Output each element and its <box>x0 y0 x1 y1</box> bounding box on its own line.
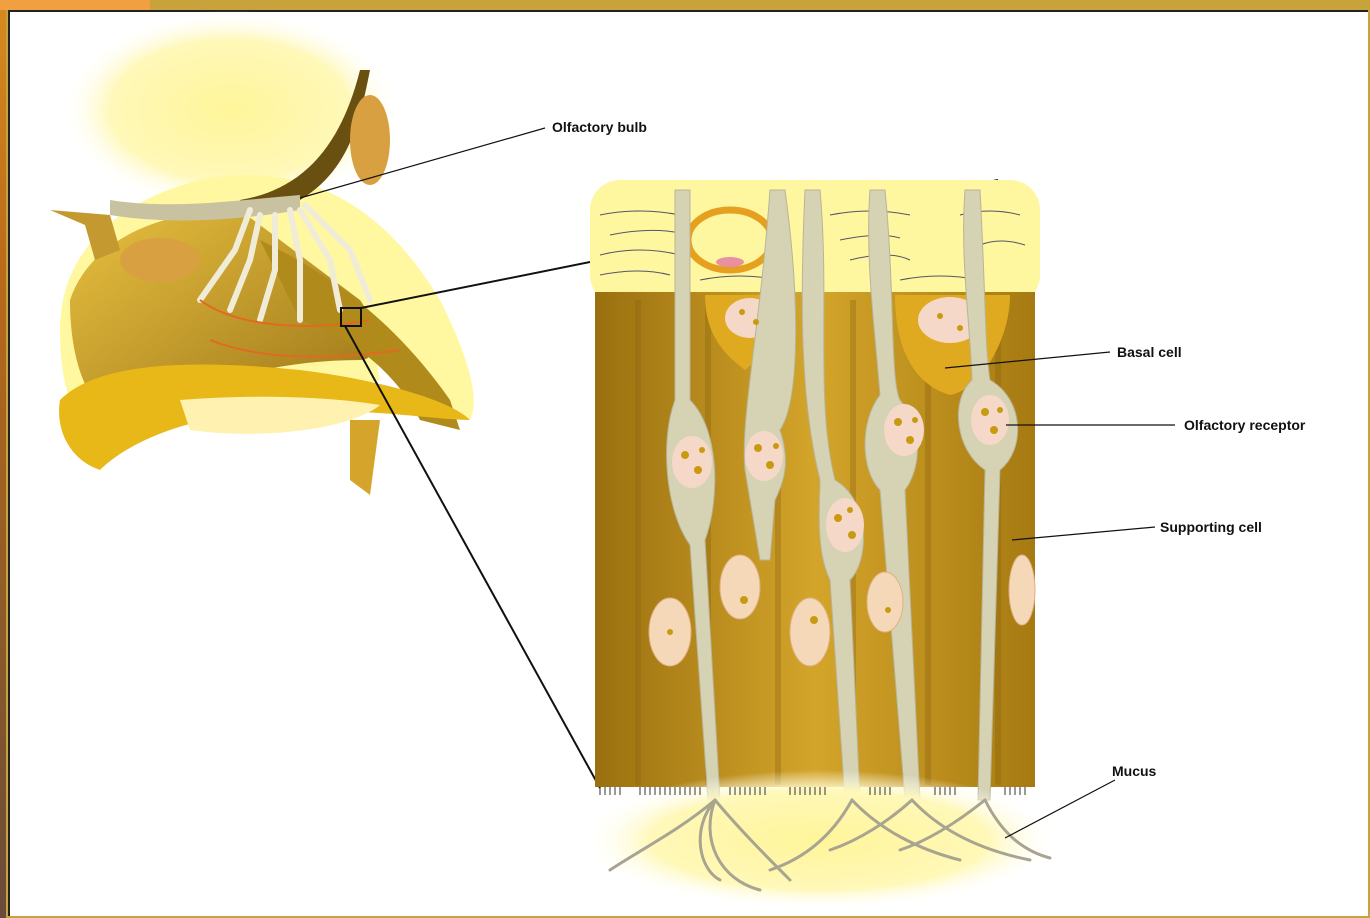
supporting-cell-label: Supporting cell <box>1160 519 1262 535</box>
olfactory-receptor-label: Olfactory receptor <box>1184 417 1306 433</box>
sinus-cavity <box>120 238 200 282</box>
basal-cell-label: Basal cell <box>1117 344 1182 360</box>
blood-cell <box>716 257 744 267</box>
lower-jaw-fragment <box>350 420 380 495</box>
frontal-sinus <box>350 95 390 185</box>
olfactory-epithelium <box>580 180 1060 910</box>
mucus-label: Mucus <box>1112 763 1157 779</box>
olfactory-bulb-label: Olfactory bulb <box>552 119 647 135</box>
nasal-cavity-section <box>50 10 474 495</box>
